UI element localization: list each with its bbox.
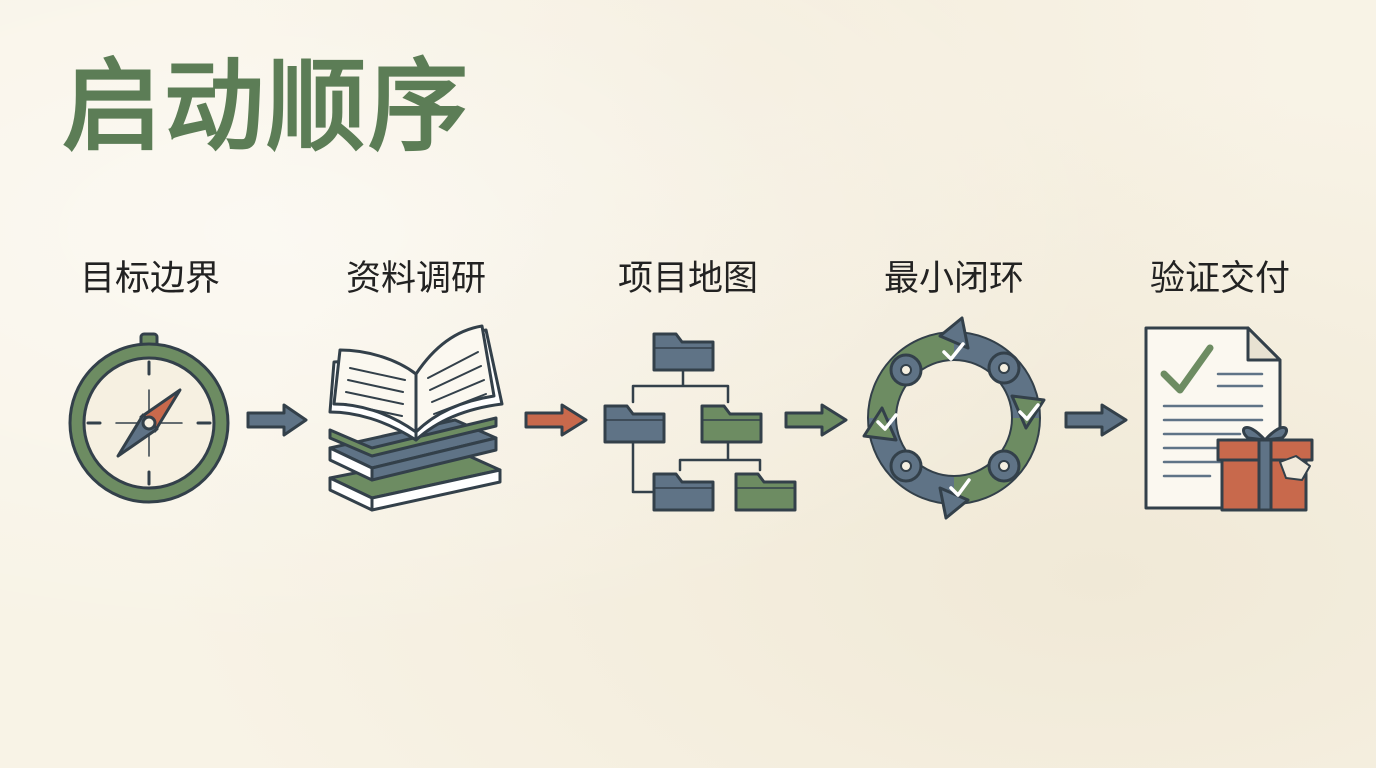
- arrow-research-to-map: [524, 403, 588, 437]
- step-label-minimal-loop: 最小闭环: [883, 259, 1024, 299]
- arrow-loop-to-deliver: [1064, 403, 1128, 437]
- books-icon: [328, 324, 504, 512]
- cycle-gears-icon: [862, 316, 1046, 520]
- flow-arrows: [246, 403, 1128, 437]
- step-label-research: 资料调研: [345, 259, 486, 299]
- compass-icon: [68, 332, 230, 504]
- step-label-goal-boundary: 目标边界: [79, 259, 220, 299]
- arrow-goal-to-research: [246, 403, 308, 437]
- document-gift-icon: [1144, 326, 1314, 512]
- step-label-project-map: 项目地图: [617, 259, 758, 299]
- folder-tree-icon: [603, 332, 797, 512]
- arrow-map-to-loop: [784, 403, 848, 437]
- page-title: 启动顺序: [62, 48, 470, 165]
- step-label-verify-deliver: 验证交付: [1149, 259, 1290, 299]
